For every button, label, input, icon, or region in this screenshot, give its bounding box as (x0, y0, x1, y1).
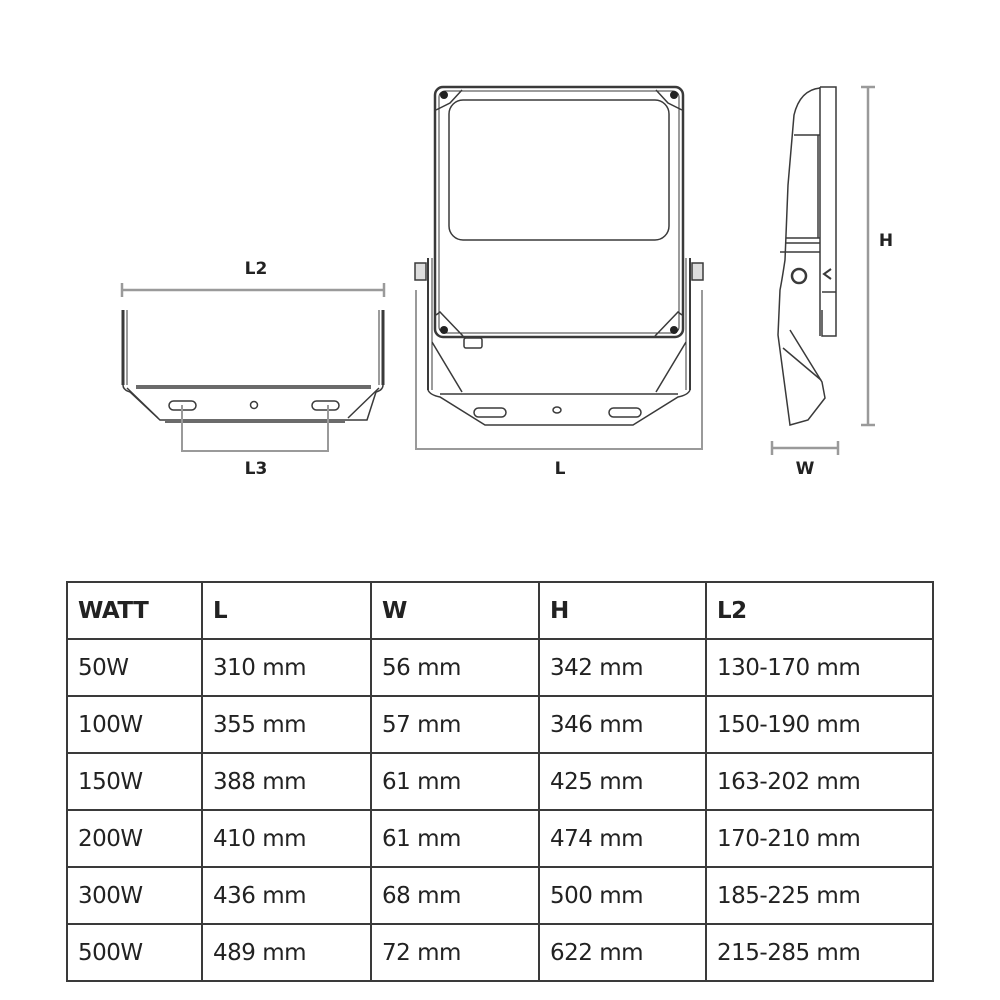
cell-watt: 150W (66, 752, 203, 811)
cell-l2: 170-210 mm (705, 809, 934, 868)
cell-l: 388 mm (201, 752, 372, 811)
cell-watt: 100W (66, 695, 203, 754)
cell-l: 310 mm (201, 638, 372, 697)
cell-h: 346 mm (538, 695, 707, 754)
cell-l2: 130-170 mm (705, 638, 934, 697)
cell-w: 56 mm (370, 638, 540, 697)
cell-w: 61 mm (370, 752, 540, 811)
table-row: 200W 410 mm 61 mm 474 mm 170-210 mm (66, 809, 934, 868)
w-dimension-line (770, 441, 840, 455)
cell-l: 410 mm (201, 809, 372, 868)
cell-h: 622 mm (538, 923, 707, 982)
label-l2: L2 (244, 259, 268, 279)
dimensions-table: WATT L W H L2 50W 310 mm 56 mm 342 mm 13… (66, 581, 934, 982)
label-h: H (878, 231, 894, 251)
label-l: L (554, 459, 566, 479)
label-w: W (795, 459, 815, 479)
table-row: 100W 355 mm 57 mm 346 mm 150-190 mm (66, 695, 934, 754)
header-watt: WATT (66, 581, 203, 640)
cell-watt: 50W (66, 638, 203, 697)
drawing-canvas (120, 85, 875, 455)
table-row: 300W 436 mm 68 mm 500 mm 185-225 mm (66, 866, 934, 925)
cell-watt: 200W (66, 809, 203, 868)
cell-l2: 163-202 mm (705, 752, 934, 811)
cell-w: 61 mm (370, 809, 540, 868)
cell-watt: 300W (66, 866, 203, 925)
cell-w: 57 mm (370, 695, 540, 754)
table-row: 150W 388 mm 61 mm 425 mm 163-202 mm (66, 752, 934, 811)
cell-h: 342 mm (538, 638, 707, 697)
table-row: 50W 310 mm 56 mm 342 mm 130-170 mm (66, 638, 934, 697)
header-w: W (370, 581, 540, 640)
cell-watt: 500W (66, 923, 203, 982)
table-header-row: WATT L W H L2 (66, 581, 934, 640)
cell-l2: 215-285 mm (705, 923, 934, 982)
cell-h: 474 mm (538, 809, 707, 868)
table-row: 500W 489 mm 72 mm 622 mm 215-285 mm (66, 923, 934, 982)
label-l3: L3 (244, 459, 268, 479)
cell-l2: 185-225 mm (705, 866, 934, 925)
cell-l: 489 mm (201, 923, 372, 982)
cell-w: 68 mm (370, 866, 540, 925)
cell-h: 425 mm (538, 752, 707, 811)
cell-w: 72 mm (370, 923, 540, 982)
front-view-drawing (414, 85, 704, 450)
header-l: L (201, 581, 372, 640)
bracket-drawing (120, 283, 386, 452)
cell-l2: 150-190 mm (705, 695, 934, 754)
side-view-drawing (770, 85, 875, 455)
header-l2: L2 (705, 581, 934, 640)
cell-l: 355 mm (201, 695, 372, 754)
cell-l: 436 mm (201, 866, 372, 925)
cell-h: 500 mm (538, 866, 707, 925)
technical-drawings: L2 L3 L H W (120, 85, 894, 479)
h-dimension-line (861, 85, 875, 427)
header-h: H (538, 581, 707, 640)
l2-dimension-line (120, 283, 386, 297)
